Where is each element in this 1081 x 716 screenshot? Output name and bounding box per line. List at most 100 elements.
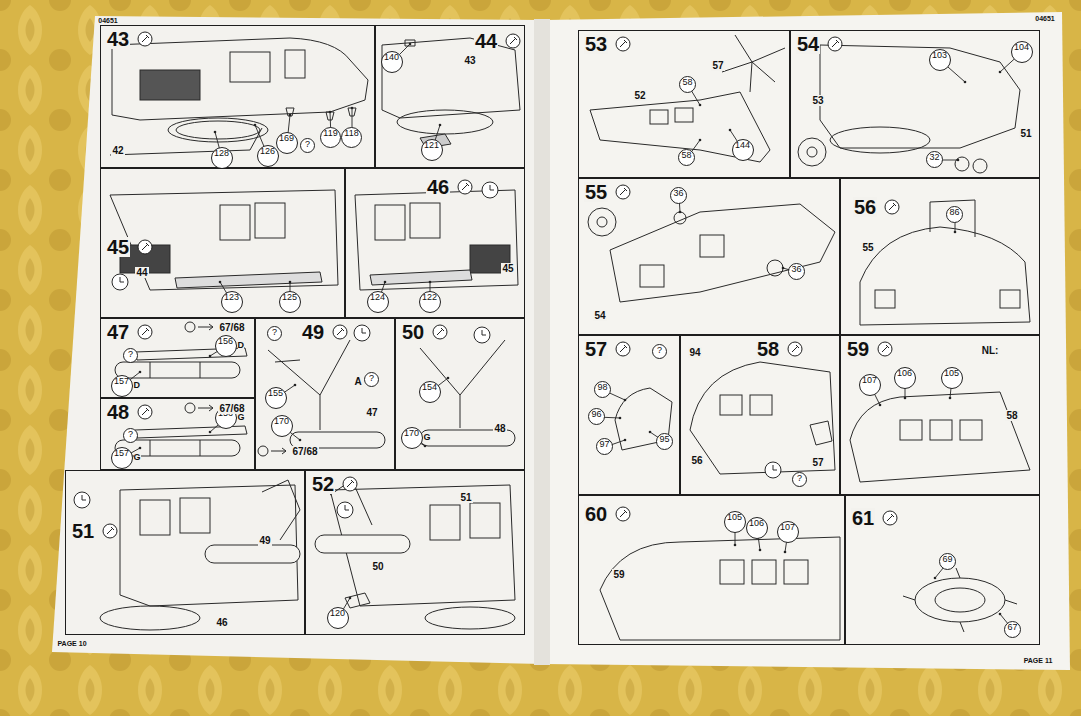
step-panel: 53 58 58 144	[578, 30, 790, 178]
part-number: 58	[682, 77, 692, 87]
callout-number: 57	[711, 60, 724, 71]
step-number: 45	[106, 237, 130, 257]
part-number-circle: 123	[221, 291, 243, 313]
leader-dot	[624, 399, 627, 402]
glue-icon	[458, 180, 472, 194]
glue-icon	[616, 507, 630, 521]
step-panel: 57?98969795	[578, 335, 680, 495]
glue-icon	[333, 325, 347, 339]
step-number: 47	[106, 322, 130, 342]
part-number: 157	[114, 376, 129, 386]
callout-number: 94	[688, 347, 701, 358]
leader-dot	[729, 129, 732, 132]
part-number: 107	[780, 522, 795, 532]
part-number: 32	[929, 152, 939, 162]
step-panel: 46 124 122	[345, 168, 525, 318]
part-number: 123	[224, 292, 239, 302]
callout-number: 67/68	[218, 403, 245, 414]
leader-dot	[699, 104, 702, 107]
part-number: 125	[282, 292, 297, 302]
part-number: 126	[260, 146, 275, 156]
leader-dot	[139, 371, 142, 374]
part-number-circle: 69	[939, 553, 956, 570]
part-number: 67	[1007, 622, 1017, 632]
callout-number: 54	[593, 310, 606, 321]
leader-dot	[879, 404, 882, 407]
glue-icon	[828, 37, 842, 51]
step-number: 48	[106, 402, 130, 422]
glue-icon	[616, 37, 630, 51]
part-number-circle: 96	[588, 408, 605, 425]
part-number-circle: 125	[279, 291, 301, 313]
step-panel: 553636	[578, 178, 840, 335]
callout-number: 45	[501, 263, 514, 274]
part-number: ?	[128, 349, 133, 359]
part-suffix: D	[134, 381, 141, 391]
part-number: 120	[330, 608, 345, 618]
part-suffix: G	[134, 453, 141, 463]
part-number-circle: 95	[656, 433, 673, 450]
part-suffix: G	[238, 413, 245, 423]
callout-number: 58	[1005, 410, 1018, 421]
part-number-circle: 107	[777, 521, 799, 543]
callout-number: 42	[111, 145, 124, 156]
callout-number: 50	[371, 561, 384, 572]
part-number: 156	[218, 336, 233, 346]
glue-icon	[138, 405, 152, 419]
part-number: ?	[272, 327, 277, 337]
part-number: 104	[1014, 42, 1029, 52]
part-number-circle: 58	[678, 149, 695, 166]
part-number: 122	[422, 292, 437, 302]
glue-icon	[616, 185, 630, 199]
step-number: 46	[426, 177, 450, 197]
callout-number: 57	[811, 457, 824, 468]
callout-number: 48	[493, 423, 506, 434]
step-number: 59	[846, 339, 870, 359]
step-panel: 52120	[305, 470, 525, 635]
leader-dot	[439, 124, 442, 127]
part-number: 119	[323, 128, 337, 138]
step-number: 49	[301, 322, 325, 342]
step-number: 50	[401, 322, 425, 342]
part-number: 58	[681, 150, 691, 160]
part-number-circle: 119	[320, 127, 341, 148]
part-number-circle: 103	[929, 49, 951, 71]
part-number-circle: ?	[652, 344, 667, 359]
callout-number: 55	[861, 242, 874, 253]
leader-dot	[679, 211, 682, 214]
glue-icon	[343, 477, 357, 491]
step-panel: 49?155170?	[255, 318, 395, 470]
leader-dot	[649, 431, 652, 434]
callout-number: A	[353, 376, 362, 387]
part-number: 144	[735, 140, 750, 150]
callout-number: 46	[215, 617, 228, 628]
part-number: 105	[944, 368, 959, 378]
part-number: 124	[370, 292, 385, 302]
callout-number: 44	[135, 267, 148, 278]
leader-dot	[429, 281, 432, 284]
leader-dot	[209, 431, 212, 434]
leader-dot	[954, 231, 957, 234]
glue-icon	[103, 524, 117, 538]
callout-number: 56	[690, 455, 703, 466]
part-number-circle: ?	[267, 326, 282, 341]
glue-icon	[788, 342, 802, 356]
part-number-circle: 170	[271, 415, 293, 437]
part-number: 157	[114, 448, 129, 458]
leader-dot	[999, 71, 1002, 74]
step-number: 53	[584, 34, 608, 54]
part-number: 95	[659, 434, 669, 444]
glue-icon	[138, 240, 152, 254]
glue-icon	[883, 511, 897, 525]
part-number-circle: ?	[123, 428, 138, 443]
part-number: 107	[862, 375, 877, 385]
part-number: 98	[597, 382, 607, 392]
callout-number: NL:	[981, 345, 1000, 356]
step-number: 44	[474, 31, 498, 51]
part-number: 118	[344, 128, 358, 138]
step-panel: 43128126169?119118	[100, 25, 375, 168]
part-number-circle: 155	[265, 387, 287, 409]
part-number: 86	[949, 207, 959, 217]
step-number: 51	[71, 521, 95, 541]
